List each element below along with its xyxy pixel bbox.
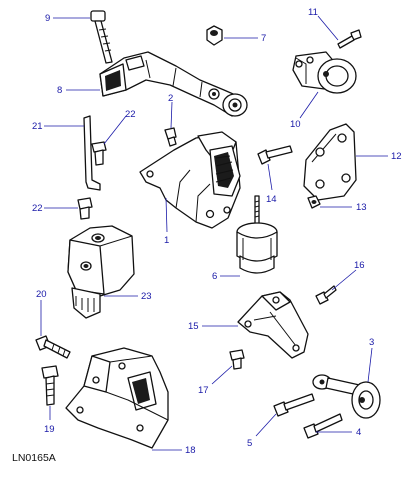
callout-label-9: 9	[45, 13, 50, 24]
part-23-hydramount	[67, 225, 135, 319]
callout-label-2: 2	[168, 93, 173, 104]
part-14-bolt	[257, 145, 293, 165]
part-22-bolt-upper	[91, 141, 107, 166]
callout-20: 20	[36, 289, 47, 336]
part-21-stud	[83, 115, 101, 191]
callout-label-11: 11	[308, 7, 318, 18]
part-10-bushed-mount	[292, 51, 357, 94]
part-6-rubber-mount	[236, 195, 278, 274]
callout-label-19: 19	[44, 424, 55, 435]
callout-21: 21	[32, 121, 84, 132]
callout-19: 19	[44, 406, 55, 435]
callout-label-12: 12	[391, 151, 402, 162]
callout-label-21: 21	[32, 121, 43, 132]
callout-17: 17	[198, 365, 233, 396]
callout-13: 13	[320, 202, 367, 213]
part-9-bolt	[90, 10, 113, 64]
callout-label-15: 15	[188, 321, 199, 332]
callout-label-7: 7	[261, 33, 266, 44]
callout-4: 4	[316, 427, 361, 438]
callout-1: 1	[164, 197, 169, 246]
part-7-nut	[206, 25, 223, 46]
callout-22-upper: 22	[103, 109, 136, 145]
callout-6: 6	[212, 271, 240, 282]
callout-7: 7	[224, 33, 266, 44]
callout-label-22-lower: 22	[32, 203, 43, 214]
callout-label-10: 10	[290, 119, 301, 130]
callout-label-1: 1	[164, 235, 169, 246]
part-5-bolt	[273, 393, 315, 417]
callouts: 9 7 11 8 2 10 21 22	[32, 7, 402, 456]
callout-3: 3	[367, 337, 374, 383]
callout-label-18: 18	[185, 445, 196, 456]
part-15-bracket	[237, 291, 309, 359]
callout-10: 10	[290, 91, 319, 130]
callout-14: 14	[266, 163, 277, 205]
callout-12: 12	[356, 151, 402, 162]
callout-label-6: 6	[212, 271, 217, 282]
callout-label-23: 23	[141, 291, 152, 302]
callout-label-17: 17	[198, 385, 209, 396]
part-17-bolt	[229, 349, 245, 370]
callout-22-lower: 22	[32, 203, 78, 214]
callout-2: 2	[168, 93, 173, 129]
callout-label-22-upper: 22	[125, 109, 136, 120]
diagram-reference-code: LN0165A	[12, 452, 56, 464]
callout-label-3: 3	[369, 337, 374, 348]
part-2-bolt	[164, 127, 177, 147]
part-8-upper-bracket	[99, 51, 248, 117]
callout-label-14: 14	[266, 194, 277, 205]
part-18-crossmember-bracket	[65, 347, 169, 449]
callout-23: 23	[104, 291, 152, 302]
callout-label-4: 4	[356, 427, 361, 438]
part-11-bolt	[337, 29, 362, 49]
callout-8: 8	[57, 85, 100, 96]
callout-9: 9	[45, 13, 90, 24]
part-20-bolt	[35, 335, 71, 359]
part-13-bolt	[307, 195, 321, 209]
callout-label-13: 13	[356, 202, 367, 213]
callout-15: 15	[188, 321, 238, 332]
part-3-tie-rod	[312, 374, 381, 419]
callout-18: 18	[152, 445, 196, 456]
part-22-bolt-lower	[77, 197, 93, 220]
callout-5: 5	[247, 413, 277, 449]
callout-11: 11	[308, 7, 339, 41]
part-12-mounting-plate	[303, 123, 357, 201]
callout-label-20: 20	[36, 289, 47, 300]
callout-label-5: 5	[247, 438, 252, 449]
part-1-engine-bracket	[139, 131, 241, 229]
part-19-bolt	[41, 365, 59, 406]
callout-label-16: 16	[354, 260, 365, 271]
callout-label-8: 8	[57, 85, 62, 96]
callout-16: 16	[331, 260, 365, 291]
part-4-bolt	[303, 413, 343, 439]
